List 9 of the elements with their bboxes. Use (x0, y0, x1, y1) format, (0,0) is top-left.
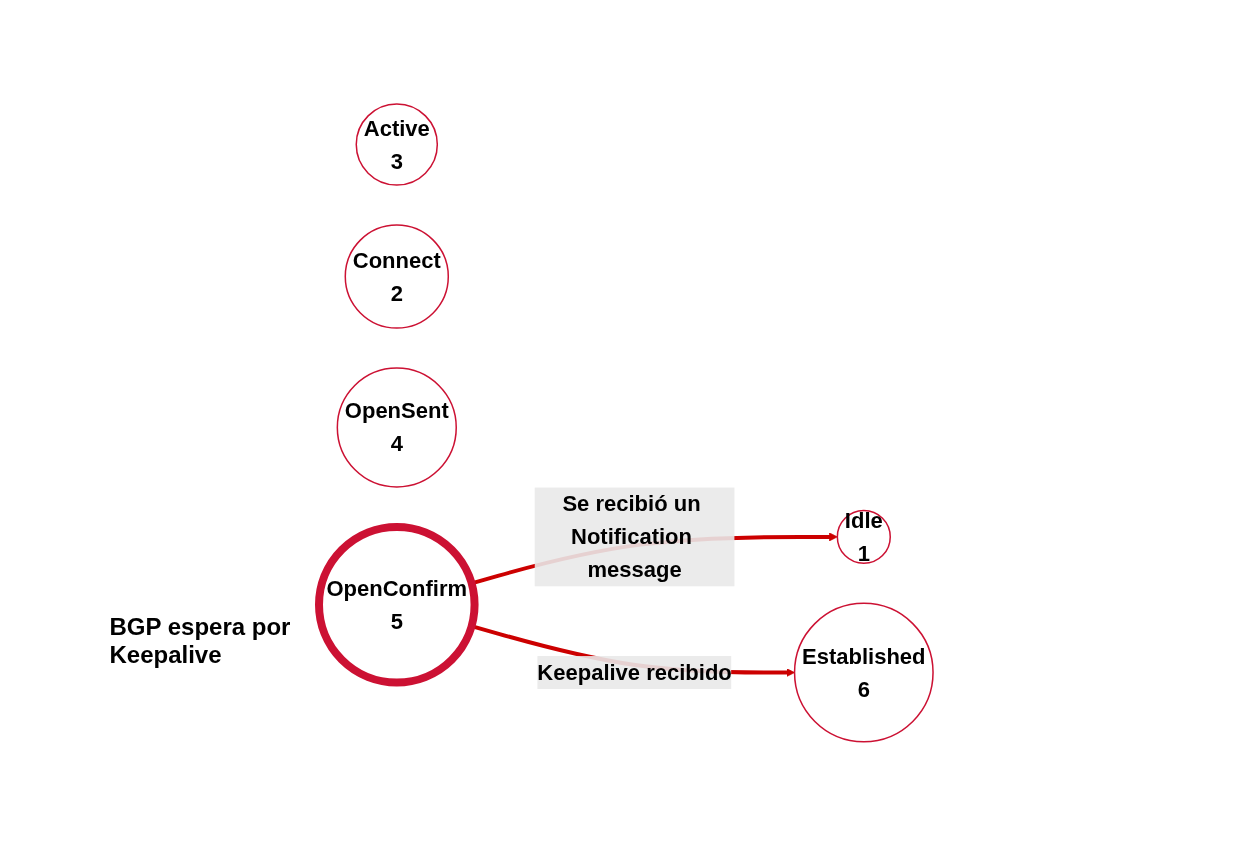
edge-label: Keepalive recibido (537, 660, 733, 686)
node-circle: Established 6 (794, 602, 935, 743)
node-circle: OpenSent 4 (337, 367, 458, 488)
node-circle: Active 3 (356, 103, 439, 186)
node-circle: OpenConfirm 5 (315, 523, 480, 687)
node-caption: BGP espera por Keepalive (109, 612, 292, 669)
node-circle: Connect 2 (345, 224, 450, 329)
edge-label: Se recibió un Notification message (562, 491, 702, 583)
node-circle: Idle 1 (837, 509, 892, 565)
